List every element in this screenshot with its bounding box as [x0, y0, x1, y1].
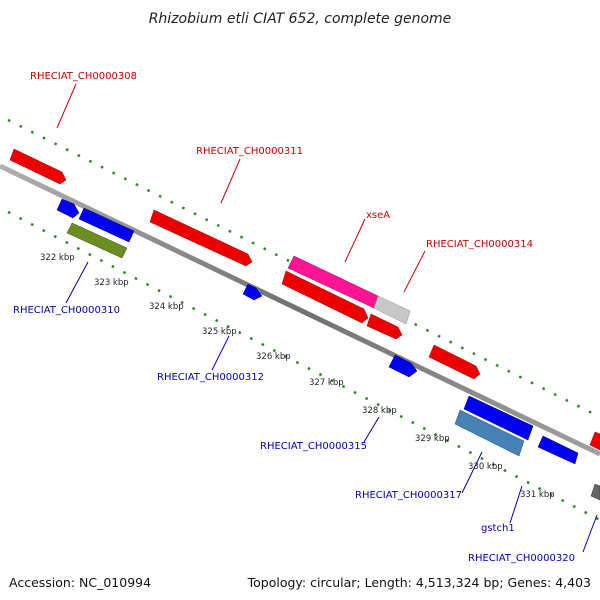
gene-label[interactable]: RHECIAT_CH0000310	[13, 305, 120, 316]
gene-extension-xsea	[373, 295, 411, 325]
kbp-tick-label: 329 kbp	[415, 434, 450, 444]
topology-text: Topology: circular; Length: 4,513,324 bp…	[247, 575, 591, 590]
gene-label[interactable]: RHECIAT_CH0000317	[355, 490, 462, 501]
kbp-tick-label: 326 kbp	[256, 352, 291, 362]
leader-lines	[56, 83, 598, 553]
gene-arrow-rheciat-ch0000317[interactable]	[463, 395, 534, 441]
reverse-genes	[56, 198, 600, 501]
kbp-tick-label: 328 kbp	[362, 406, 397, 416]
kbp-tick-label: 325 kbp	[202, 327, 237, 337]
gene-arrow-steel[interactable]	[454, 409, 525, 457]
gene-arrow-rheciat-ch0000311[interactable]	[149, 209, 253, 267]
gene-label[interactable]: RHECIAT_CH0000314	[426, 239, 533, 250]
kbp-tick-label: 327 kbp	[309, 378, 344, 388]
kbp-tick-label: 331 kbp	[520, 490, 555, 500]
gene-arrow-rheciat-ch0000316[interactable]	[428, 344, 481, 380]
forward-genes	[9, 148, 600, 451]
inner-tick-track	[7, 210, 600, 522]
accession-text: Accession: NC_010994	[9, 575, 151, 590]
kbp-tick-label: 324 kbp	[149, 302, 184, 312]
gene-arrow-rheciat-ch0000308[interactable]	[9, 148, 67, 185]
gene-arrow-gstch1[interactable]	[537, 435, 579, 465]
gene-label[interactable]: RHECIAT_CH0000320	[468, 553, 575, 564]
gene-arrow-reverse-small-1[interactable]	[56, 198, 80, 219]
gene-arrow-rheciat-ch0000312[interactable]	[242, 283, 263, 301]
gene-labels: RHECIAT_CH0000308 RHECIAT_CH0000310 RHEC…	[13, 71, 575, 564]
kbp-tick-label: 322 kbp	[40, 253, 75, 263]
gene-label[interactable]: RHECIAT_CH0000308	[30, 71, 137, 82]
kbp-tick-label: 330 kbp	[468, 462, 503, 472]
kbp-tick-labels: 322 kbp 323 kbp 324 kbp 325 kbp 326 kbp …	[40, 253, 555, 500]
gene-label[interactable]: gstch1	[481, 523, 515, 534]
genome-backbone	[0, 163, 600, 457]
gene-label[interactable]: RHECIAT_CH0000315	[260, 441, 367, 452]
gene-label[interactable]: RHECIAT_CH0000312	[157, 372, 264, 383]
gene-arrow-rheciat-ch0000315[interactable]	[388, 354, 418, 378]
gene-label[interactable]: RHECIAT_CH0000311	[196, 146, 303, 157]
kbp-tick-label: 323 kbp	[94, 278, 129, 288]
gene-arrow-rheciat-ch0000310[interactable]	[78, 207, 135, 243]
gene-arrow-rheciat-ch0000314[interactable]	[366, 313, 403, 340]
gene-label[interactable]: xseA	[366, 210, 390, 221]
gene-arrow-rheciat-ch0000313[interactable]	[281, 270, 369, 324]
gene-arrow-olive[interactable]	[66, 222, 128, 259]
gene-arrow-offscreen-forward[interactable]	[589, 431, 600, 451]
map-title: Rhizobium etli CIAT 652, complete genome	[149, 11, 452, 27]
gene-arrow-offscreen-gray[interactable]	[590, 483, 600, 501]
